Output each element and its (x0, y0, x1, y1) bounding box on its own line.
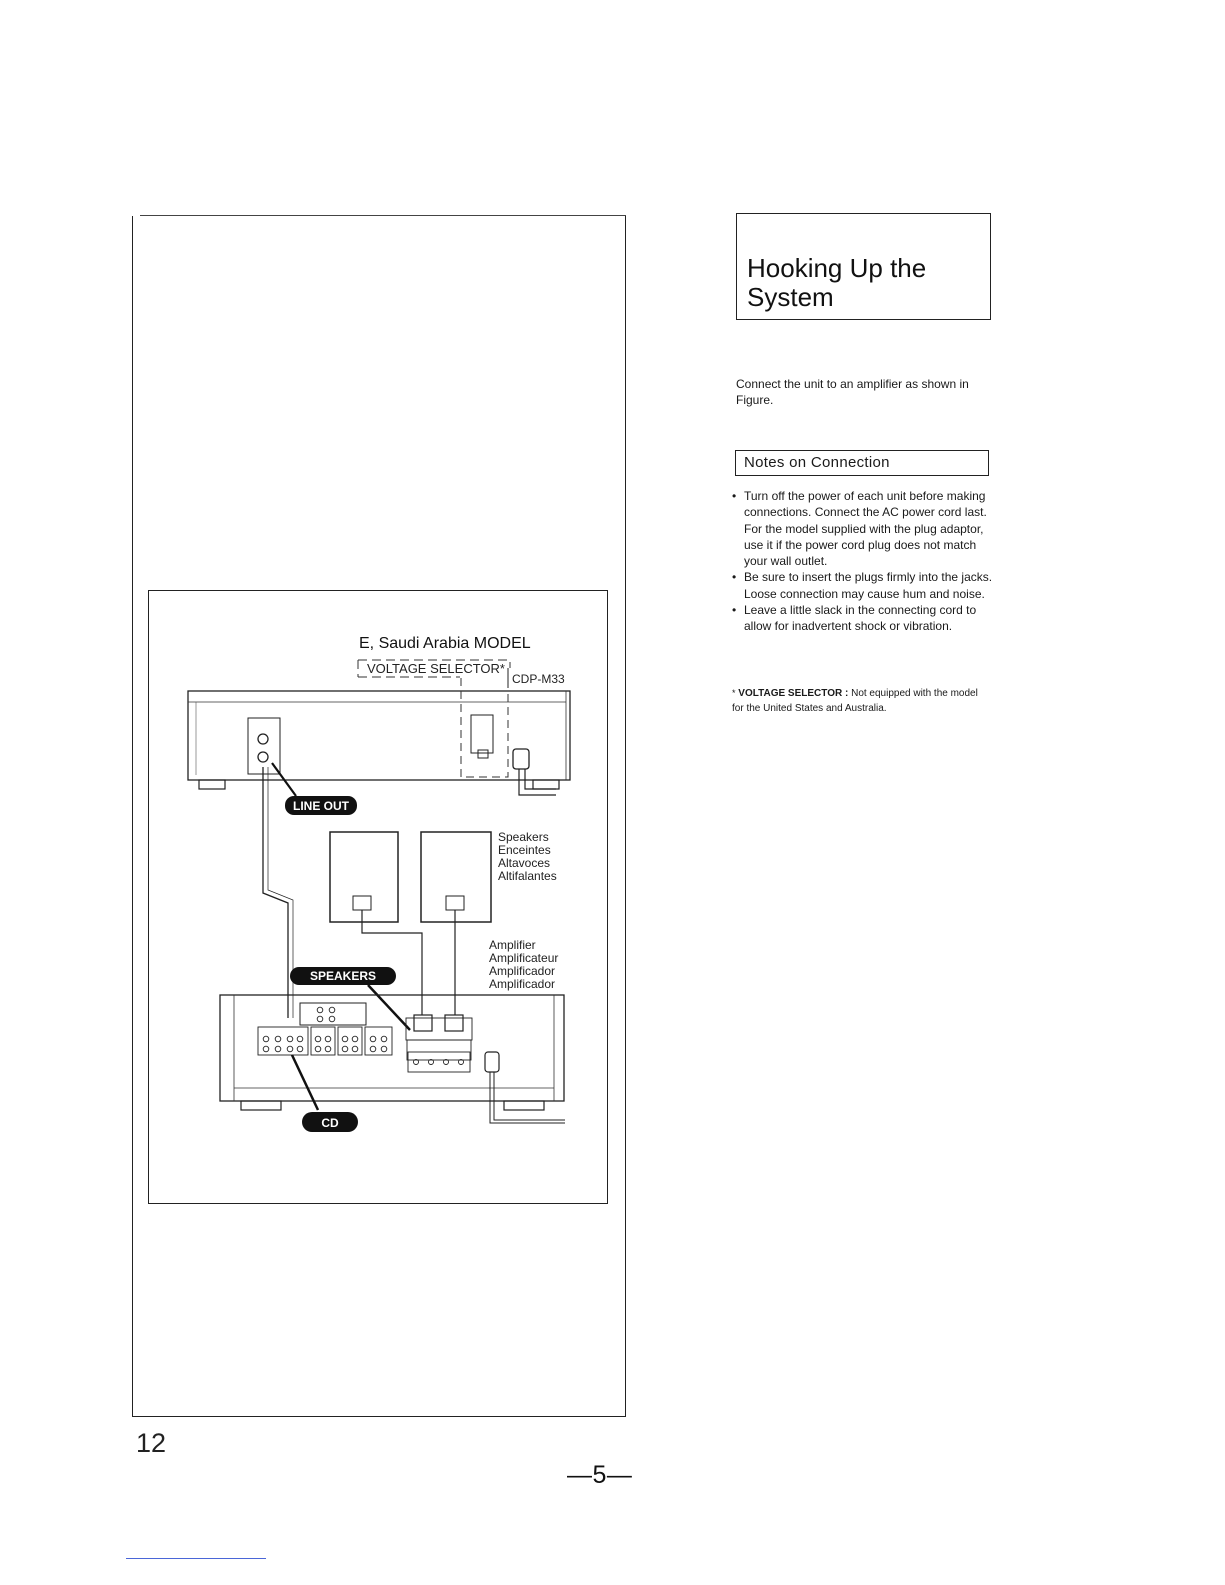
speakers-labels: Speakers Enceintes Altavoces Altifalante… (498, 830, 557, 883)
footer-rule (126, 1558, 266, 1559)
section-title: Hooking Up the System (747, 254, 926, 312)
speaker-left (329, 831, 399, 923)
footnote: * VOLTAGE SELECTOR : Not equipped with t… (732, 686, 987, 716)
section-title-line1: Hooking Up the (747, 253, 927, 283)
cd-badge (302, 1112, 358, 1132)
footnote-term: VOLTAGE SELECTOR : (738, 688, 849, 699)
page-footer-number: —5— (567, 1461, 633, 1489)
connection-diagram: E, Saudi Arabia MODEL VOLTAGE SELECTOR* … (187, 635, 571, 1132)
voltage-selector-box (357, 659, 511, 678)
note-item: Be sure to insert the plugs firmly into … (731, 569, 996, 602)
line-cable (262, 767, 289, 1018)
intro-text: Connect the unit to an amplifier as show… (736, 377, 969, 407)
notes-heading-box: Notes on Connection (735, 450, 989, 476)
note-item: Turn off the power of each unit before m… (731, 488, 996, 569)
footnote-text: Not equipped with the model for the Unit… (732, 688, 978, 714)
cd-player-body (187, 690, 571, 781)
voltage-selector-label: VOLTAGE SELECTOR* (367, 661, 505, 676)
model-note: E, Saudi Arabia MODEL (359, 635, 531, 652)
notes-list: Turn off the power of each unit before m… (731, 488, 996, 635)
speakers-badge-label: SPEAKERS (310, 969, 376, 983)
cd-badge-label: CD (321, 1116, 339, 1130)
note-item: Leave a little slack in the connecting c… (731, 602, 996, 635)
section-title-line2: System (747, 282, 834, 312)
amplifier-labels: Amplifier Amplificateur Amplificador Amp… (489, 938, 562, 991)
device-model-label: CDP-M33 (512, 672, 565, 686)
outer-frame (132, 216, 626, 1417)
speaker-right (420, 831, 492, 923)
speakers-badge (290, 967, 396, 985)
line-out-label: LINE OUT (293, 799, 350, 813)
line-out-badge (285, 796, 357, 815)
outer-frame-top (140, 215, 626, 216)
section-title-box: Hooking Up the System (736, 213, 991, 320)
page-number-left: 12 (136, 1428, 167, 1458)
notes-heading: Notes on Connection (744, 454, 890, 471)
diagram-frame (148, 590, 608, 1204)
amplifier-body (219, 994, 565, 1102)
footnote-marker: * (732, 688, 736, 698)
